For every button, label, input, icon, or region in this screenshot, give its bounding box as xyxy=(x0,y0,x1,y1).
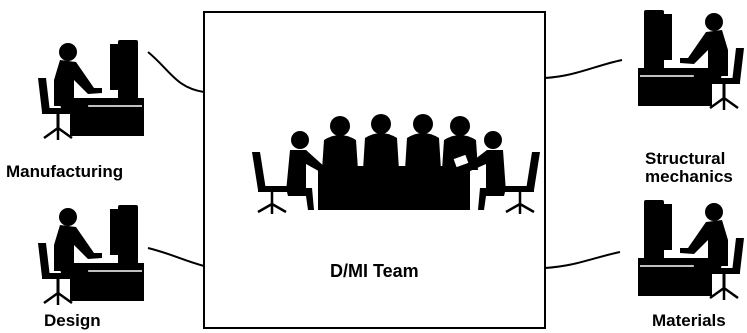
team-label: D/MI Team xyxy=(330,262,419,280)
station-label-materials: Materials xyxy=(652,312,726,330)
team-meeting-icon xyxy=(252,114,540,214)
workstation-structural-icon xyxy=(638,10,744,110)
cable-design xyxy=(148,248,204,266)
workstation-design-icon xyxy=(38,205,144,305)
station-label-structural-line2: mechanics xyxy=(645,168,733,186)
workstation-manufacturing-icon xyxy=(38,40,144,140)
station-label-design: Design xyxy=(44,312,101,330)
cable-materials xyxy=(545,252,620,268)
workstation-materials-icon xyxy=(638,200,744,300)
station-label-manufacturing: Manufacturing xyxy=(6,163,123,181)
station-label-structural: Structural mechanics xyxy=(645,150,733,186)
cable-structural xyxy=(545,60,622,78)
station-label-structural-line1: Structural xyxy=(645,150,733,168)
cable-manufacturing xyxy=(148,52,204,92)
